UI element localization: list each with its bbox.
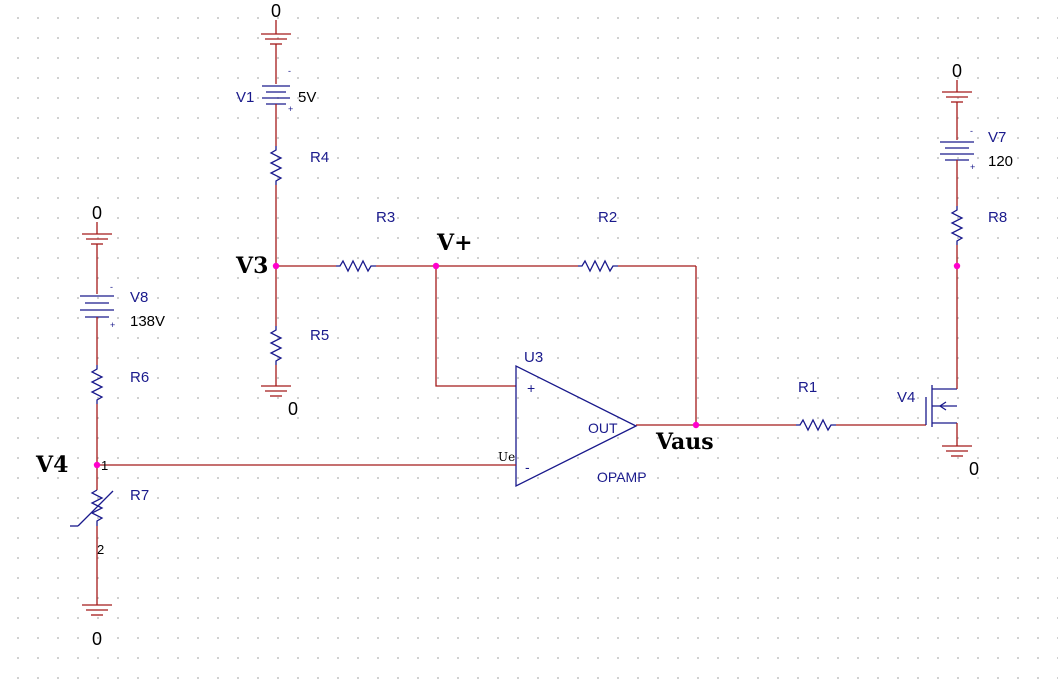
ground-v1: 0 [261,1,291,45]
ground-r5: 0 [261,385,298,419]
opamp-plus: + [527,380,535,396]
battery-v1: - + V1 5V [236,66,316,114]
r6-label: R6 [130,369,149,386]
battery-plus: + [288,104,293,114]
opamp-ue: Ue [498,450,515,464]
opamp-u3: U3 + - OUT OPAMP Ue [498,349,647,488]
resistor-r6: R6 [90,365,149,404]
net-label-v-plus: V+ [436,230,473,256]
node-vaus [692,421,700,429]
battery-minus: - [110,282,113,292]
r3-label: R3 [376,209,395,226]
wire [435,266,516,387]
resistor-r8: R8 [950,206,1007,245]
v7-value: 120 [988,153,1013,170]
net-label-v4: V4 [35,452,68,478]
ground-label: 0 [969,459,979,479]
opamp-out: OUT [588,420,618,436]
ground-label: 0 [288,399,298,419]
mosfet-ref: V4 [897,389,915,406]
opamp-part: OPAMP [597,469,647,485]
r8-label: R8 [988,209,1007,226]
battery-v7: - + V7 120 [940,126,1013,172]
net-label-v3: V3 [235,253,268,279]
resistor-r5: R5 [269,326,329,365]
thermistor-r7: R7 1 2 [70,458,149,557]
ground-v8: 0 [82,203,112,245]
v7-ref: V7 [988,129,1006,146]
mosfet-v4: V4 [897,385,957,427]
r7-label: R7 [130,487,149,504]
opamp-minus: - [525,459,530,475]
ground-label: 0 [952,61,962,81]
ground-label: 0 [92,203,102,223]
node-v4 [93,461,101,469]
r7-pin2: 2 [97,542,104,557]
ground-r7: 0 [82,604,112,649]
ground-v7: 0 [942,61,972,103]
node-v3 [272,262,280,270]
r2-label: R2 [598,209,617,226]
node-r8 [953,262,961,270]
v8-value: 138V [130,313,165,330]
battery-plus: + [110,320,115,330]
r7-pin1: 1 [101,458,108,473]
ground-label: 0 [271,1,281,21]
battery-v8: - + V8 138V [80,282,165,330]
v8-ref: V8 [130,289,148,306]
resistor-r2: R2 [578,209,618,273]
battery-minus: - [970,126,973,136]
r1-label: R1 [798,379,817,396]
resistor-r4: R4 [269,146,329,185]
battery-minus: - [288,66,291,76]
battery-plus: + [970,162,975,172]
v1-value: 5V [298,89,316,106]
net-label-vaus: Vaus [655,429,714,455]
r5-label: R5 [310,327,329,344]
resistor-r1: R1 [796,379,836,432]
ground-mosfet: 0 [942,445,979,479]
r4-label: R4 [310,149,329,166]
node-v-plus [432,262,440,270]
u3-ref: U3 [524,349,543,366]
v1-ref: V1 [236,89,254,106]
resistor-r3: R3 [336,209,395,273]
ground-label: 0 [92,629,102,649]
